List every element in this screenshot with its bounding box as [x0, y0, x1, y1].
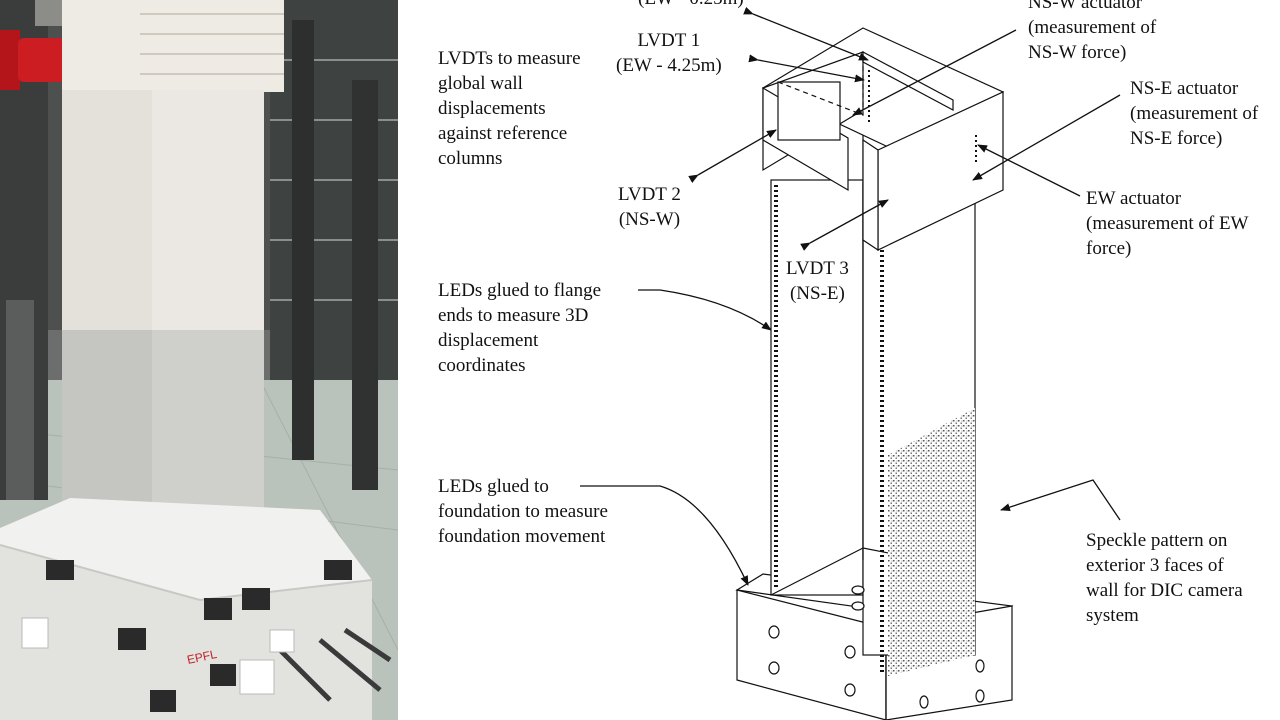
photo-illustration: EPFL	[0, 0, 398, 720]
photo-sign-text: EPFL	[186, 647, 219, 667]
label-speckle: Speckle pattern on exterior 3 faces of w…	[1086, 530, 1243, 626]
label-nsw-actuator: NS-W actuator (measurement of NS-W force…	[1028, 0, 1157, 63]
test-setup-photo: EPFL	[0, 0, 398, 720]
label-lvdt-2: LVDT 2 (NS-W)	[618, 184, 681, 230]
wall-schematic	[580, 6, 1121, 720]
instrumentation-diagram: (EW - 0.25m) LVDT 1 (EW - 4.25m) LVDTs t…	[398, 0, 1280, 720]
label-top-cut: (EW - 0.25m)	[638, 0, 744, 11]
label-leds-flange: LEDs glued to flange ends to measure 3D …	[438, 280, 602, 376]
label-nse-actuator: NS-E actuator (measurement of NS-E force…	[1130, 78, 1259, 149]
label-lvdt-3: LVDT 3 (NS-E)	[786, 258, 849, 304]
label-lvdt-1: LVDT 1 (EW - 4.25m)	[616, 30, 722, 76]
label-leds-foundation: LEDs glued to foundation to measure foun…	[438, 476, 608, 547]
label-ew-actuator: EW actuator (measurement of EW force)	[1086, 188, 1249, 259]
label-lvdts-note: LVDTs to measure global wall displacemen…	[438, 48, 581, 169]
